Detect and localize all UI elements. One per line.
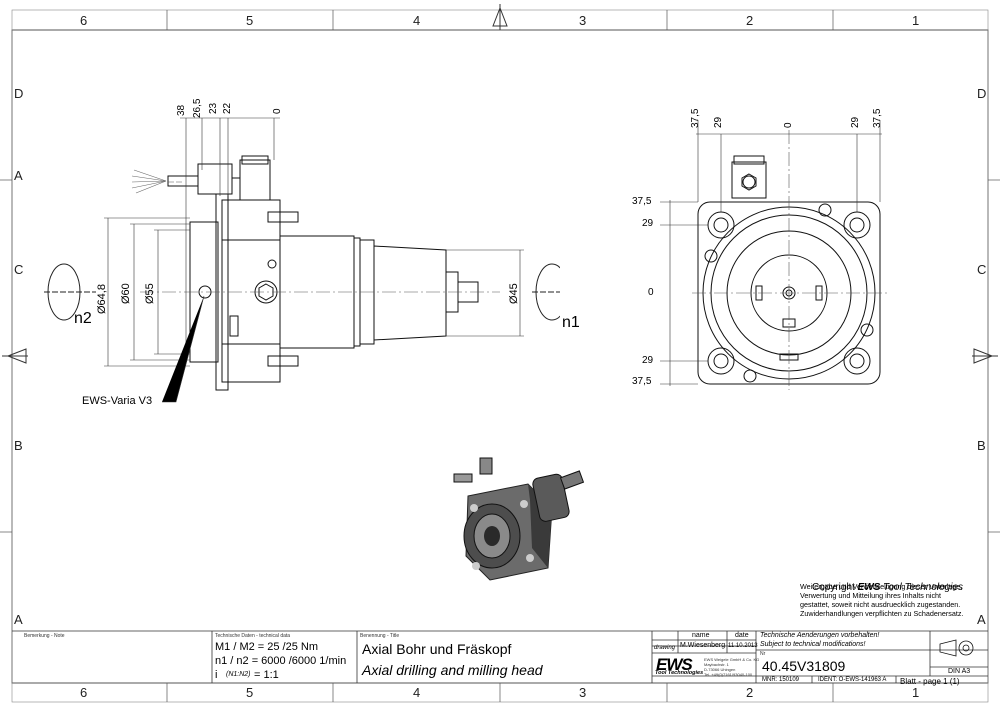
dim-dia-45: Ø45 [508, 283, 520, 304]
copyright-line-3: gestattet, soweit nicht ausdruecklich zu… [800, 600, 961, 609]
front-view: 37,5 29 0 29 37,5 37,5 29 0 29 37,5 [600, 90, 900, 400]
zone-bottom-3: 3 [579, 685, 587, 700]
dim-top-38: 38 [176, 104, 187, 116]
dim-top-0: 0 [272, 108, 283, 114]
side-view-geometry [44, 117, 560, 403]
zone-top-6: 6 [80, 13, 88, 28]
zone-bottom-1: 1 [912, 685, 920, 700]
zone-left-A-upper: A [14, 168, 23, 183]
front-dim-left-37-5-bottom: 37,5 [632, 376, 652, 387]
copyright-title: Copyright EWS Tool Technologies [812, 582, 963, 593]
isometric-render-image [453, 457, 585, 581]
copyright-brand: EWS [857, 582, 881, 593]
zone-top-5: 5 [246, 13, 254, 28]
isometric-render [440, 448, 590, 588]
zone-top-1: 1 [912, 13, 920, 28]
zone-top-3: 3 [579, 13, 587, 28]
copyright-line-2: Verwertung und Mitteilung ihres Inhalts … [800, 591, 942, 600]
copyright-suffix: Tool Technologies [880, 582, 964, 593]
zone-bottom-4: 4 [413, 685, 421, 700]
front-dim-top-37-5-left: 37,5 [690, 108, 701, 128]
rotation-label-n1: n1 [562, 314, 580, 331]
rotation-label-n2: n2 [74, 310, 92, 327]
side-view: 38 26,5 23 22 0 Ø64,8 Ø60 Ø55 Ø45 n2 n1 … [0, 0, 580, 420]
front-dim-left-0: 0 [648, 287, 654, 298]
dim-top-23: 23 [208, 102, 219, 114]
copyright-block: Copyright EWS Tool Technologies Weiterga… [800, 582, 988, 618]
front-view-geometry [660, 120, 890, 390]
front-dim-left-29-bottom: 29 [642, 355, 654, 366]
zone-bottom-2: 2 [746, 685, 754, 700]
zone-right-B: B [977, 438, 986, 453]
zone-bottom-5: 5 [246, 685, 254, 700]
front-dim-left-29-top: 29 [642, 218, 654, 229]
dim-dia-60: Ø60 [120, 283, 132, 304]
zone-left-D: D [14, 86, 24, 101]
varia-callout-label: EWS-Varia V3 [82, 395, 153, 407]
zone-left-B: B [14, 438, 23, 453]
copyright-prefix: Copyright [812, 582, 858, 593]
zone-bottom-6: 6 [80, 685, 88, 700]
dim-top-26-5: 26,5 [192, 98, 203, 118]
dim-top-22: 22 [222, 102, 233, 114]
front-dim-top-29-left: 29 [713, 116, 724, 128]
zone-right-A: A [977, 612, 986, 627]
zone-top-2: 2 [746, 13, 754, 28]
dim-dia-55: Ø55 [144, 283, 156, 304]
zone-left-C: C [14, 262, 24, 277]
copyright-line-1: Weitergabe und Vervielfaeltigung dieser … [800, 582, 963, 591]
front-dim-top-29-right: 29 [850, 116, 861, 128]
zone-left-A: A [14, 612, 23, 627]
copyright-line-4: Zuwiderhandlungen verpflichten zu Schade… [800, 609, 964, 618]
zone-right-C: C [977, 262, 987, 277]
zone-top-4: 4 [413, 13, 421, 28]
dim-dia-64-8: Ø64,8 [96, 284, 108, 314]
front-dim-top-37-5-right: 37,5 [872, 108, 883, 128]
zone-right-D: D [977, 86, 987, 101]
front-dim-top-0: 0 [783, 122, 794, 128]
front-dim-left-37-5-top: 37,5 [632, 196, 652, 207]
